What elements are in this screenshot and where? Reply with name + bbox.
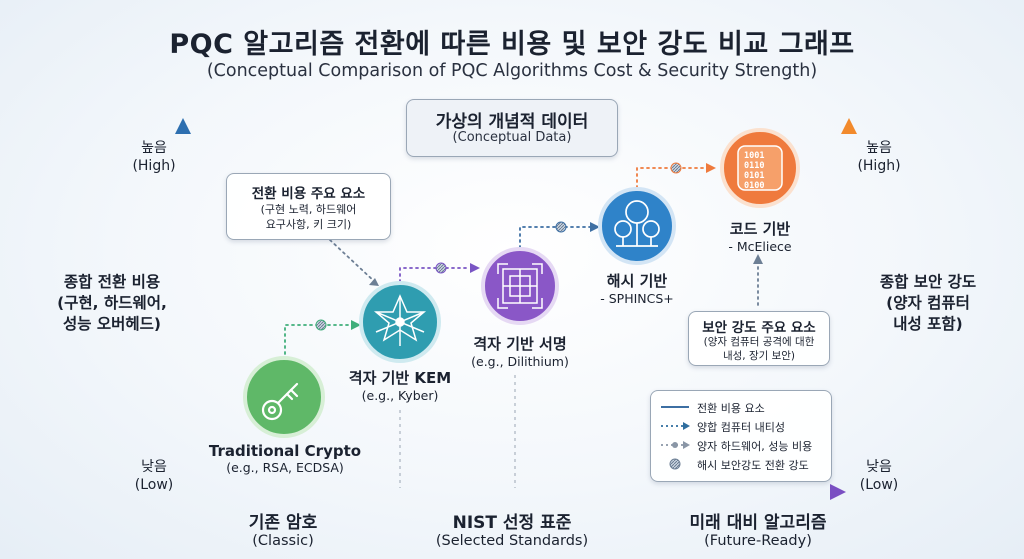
security-factors-line1: (양자 컴퓨터 공격에 대한 bbox=[703, 336, 815, 348]
right-axis-title-text: 종합 보안 강도 bbox=[879, 273, 977, 291]
legend-label: 해시 보안강도 전환 강도 bbox=[697, 459, 809, 472]
node-label-traditional-crypto: Traditional Crypto (e.g., RSA, ECDSA) bbox=[185, 442, 385, 475]
left-axis-sub2: 성능 오버헤드) bbox=[62, 315, 162, 333]
right-axis-low-en: (Low) bbox=[859, 477, 899, 493]
right-axis-low: 낮음 (Low) bbox=[819, 458, 939, 494]
left-axis bbox=[175, 118, 191, 492]
right-axis-low-ko: 낮음 bbox=[866, 459, 892, 475]
svg-text:1001: 1001 bbox=[744, 151, 764, 161]
lattice-grid-icon bbox=[497, 263, 543, 309]
left-axis-sub1: (구현, 하드웨어, bbox=[57, 294, 167, 312]
x-axis-left-ko: 기존 암호 bbox=[248, 513, 318, 533]
concept-box-subtitle: (Conceptual Data) bbox=[452, 130, 572, 145]
left-axis-title-text: 종합 전환 비용 bbox=[63, 273, 161, 291]
page-subtitle: (Conceptual Comparison of PQC Algorithms… bbox=[206, 61, 818, 81]
svg-text:0110: 0110 bbox=[744, 161, 764, 171]
page-title: PQC 알고리즘 전환에 따른 비용 및 보안 강도 비교 그래프 bbox=[169, 29, 855, 60]
dotted-arrow-icon bbox=[661, 422, 690, 430]
connector-1 bbox=[284, 324, 353, 361]
lattice-star-icon bbox=[373, 294, 427, 346]
left-axis-low-ko: 낮음 bbox=[141, 459, 167, 475]
x-axis-mid-ko: NIST 선정 표준 bbox=[452, 513, 572, 533]
hatched-dot bbox=[315, 319, 327, 331]
x-axis-mid-label: NIST 선정 표준 (Selected Standards) bbox=[392, 508, 632, 549]
node-name: Traditional Crypto bbox=[208, 442, 362, 460]
node-label-lattice-signature: 격자 기반 서명 (e.g., Dilithium) bbox=[435, 333, 605, 369]
x-axis-right-label: 미래 대비 알고리즘 (Future-Ready) bbox=[638, 508, 878, 549]
x-axis-mid-en: (Selected Standards) bbox=[435, 533, 589, 549]
node-label-lattice-kem: 격자 기반 KEM (e.g., Kyber) bbox=[315, 367, 485, 403]
node-hash-based[interactable] bbox=[598, 187, 676, 265]
node-code-based[interactable]: 1001 0110 0101 0100 bbox=[720, 128, 800, 208]
right-axis-high: 높음 (High) bbox=[819, 139, 939, 175]
right-axis-sub1: (양자 컴퓨터 bbox=[886, 294, 970, 312]
svg-text:0101: 0101 bbox=[744, 171, 764, 181]
right-axis-sub2: 내성 포함) bbox=[893, 315, 963, 333]
node-example: (e.g., Dilithium) bbox=[471, 354, 569, 369]
left-axis-title: 종합 전환 비용 (구현, 하드웨어, 성능 오버헤드) bbox=[32, 272, 192, 335]
left-axis-high: 높음 (High) bbox=[94, 139, 214, 175]
left-axis-high-ko: 높음 bbox=[141, 140, 167, 156]
cost-factors-detail: (구현 노력, 하드웨어 요구사항, 키 크기) bbox=[227, 202, 390, 232]
node-name: 격자 기반 서명 bbox=[473, 335, 567, 353]
security-factors-detail: (양자 컴퓨터 공격에 대한 내성, 장기 보안) bbox=[689, 335, 829, 363]
right-axis-high-en: (High) bbox=[857, 158, 901, 174]
x-axis-left-label: 기존 암호 (Classic) bbox=[163, 508, 403, 549]
bottom-axis bbox=[183, 484, 846, 500]
security-factors-box: 보안 강도 주요 요소 (양자 컴퓨터 공격에 대한 내성, 장기 보안) bbox=[688, 311, 830, 366]
node-example: (e.g., RSA, ECDSA) bbox=[226, 460, 344, 475]
hatched-dot bbox=[435, 262, 447, 274]
node-example: - SPHINCS+ bbox=[600, 291, 674, 306]
node-label-hash-based: 해시 기반 - SPHINCS+ bbox=[557, 270, 717, 306]
right-axis-title: 종합 보안 강도 (양자 컴퓨터 내성 포함) bbox=[848, 272, 1008, 335]
node-lattice-kem[interactable] bbox=[359, 281, 441, 363]
node-name: 코드 기반 bbox=[729, 220, 791, 238]
security-factors-line2: 내성, 장기 보안) bbox=[722, 350, 796, 362]
x-axis-right-ko: 미래 대비 알고리즘 bbox=[689, 513, 827, 533]
dotted-dot-arrow-icon bbox=[661, 441, 690, 449]
tree-icon bbox=[614, 200, 660, 247]
hatched-dot bbox=[555, 221, 567, 233]
key-icon bbox=[261, 382, 299, 421]
cost-factors-line2: 요구사항, 키 크기) bbox=[265, 218, 352, 231]
node-example: (e.g., Kyber) bbox=[361, 388, 439, 403]
right-axis-high-ko: 높음 bbox=[866, 140, 892, 156]
cost-factors-title: 전환 비용 주요 요소 bbox=[251, 186, 366, 202]
x-axis-left-en: (Classic) bbox=[252, 533, 314, 549]
connector-3 bbox=[519, 226, 591, 249]
node-label-code-based: 코드 기반 - McEliece bbox=[690, 218, 830, 254]
conceptual-data-box: 가상의 개념적 데이터 (Conceptual Data) bbox=[406, 99, 618, 157]
legend: 전환 비용 요소 양합 컴퓨터 내티성 양자 하드웨어, 성능 비용 해시 보안… bbox=[650, 390, 832, 482]
node-traditional-crypto[interactable] bbox=[243, 356, 325, 438]
left-axis-low-en: (Low) bbox=[134, 477, 174, 493]
node-lattice-signature[interactable] bbox=[481, 247, 559, 325]
right-axis bbox=[841, 118, 857, 496]
security-factors-title: 보안 강도 주요 요소 bbox=[702, 320, 816, 336]
connector-4 bbox=[636, 167, 706, 189]
legend-label: 전환 비용 요소 bbox=[697, 402, 765, 415]
legend-label: 양합 컴퓨터 내티성 bbox=[697, 421, 785, 434]
hatched-dot-icon bbox=[669, 458, 681, 470]
cost-factors-line1: (구현 노력, 하드웨어 bbox=[260, 203, 357, 216]
legend-label: 양자 하드웨어, 성능 비용 bbox=[697, 440, 813, 453]
node-name: 해시 기반 bbox=[606, 272, 668, 290]
cost-factors-box: 전환 비용 주요 요소 (구현 노력, 하드웨어 요구사항, 키 크기) bbox=[226, 173, 391, 240]
solid-line-icon bbox=[661, 406, 689, 408]
x-axis-right-en: (Future-Ready) bbox=[704, 533, 812, 549]
left-axis-low: 낮음 (Low) bbox=[94, 458, 214, 494]
node-example: - McEliece bbox=[728, 239, 792, 254]
svg-text:0100: 0100 bbox=[744, 181, 764, 191]
connector-2 bbox=[399, 267, 471, 283]
binary-code-icon: 1001 0110 0101 0100 bbox=[744, 151, 764, 191]
concept-box-title: 가상의 개념적 데이터 bbox=[435, 112, 589, 132]
left-axis-high-en: (High) bbox=[132, 158, 176, 174]
hatched-dot bbox=[670, 162, 682, 174]
node-name: 격자 기반 KEM bbox=[348, 369, 452, 387]
cost-factor-pointer bbox=[329, 239, 376, 283]
